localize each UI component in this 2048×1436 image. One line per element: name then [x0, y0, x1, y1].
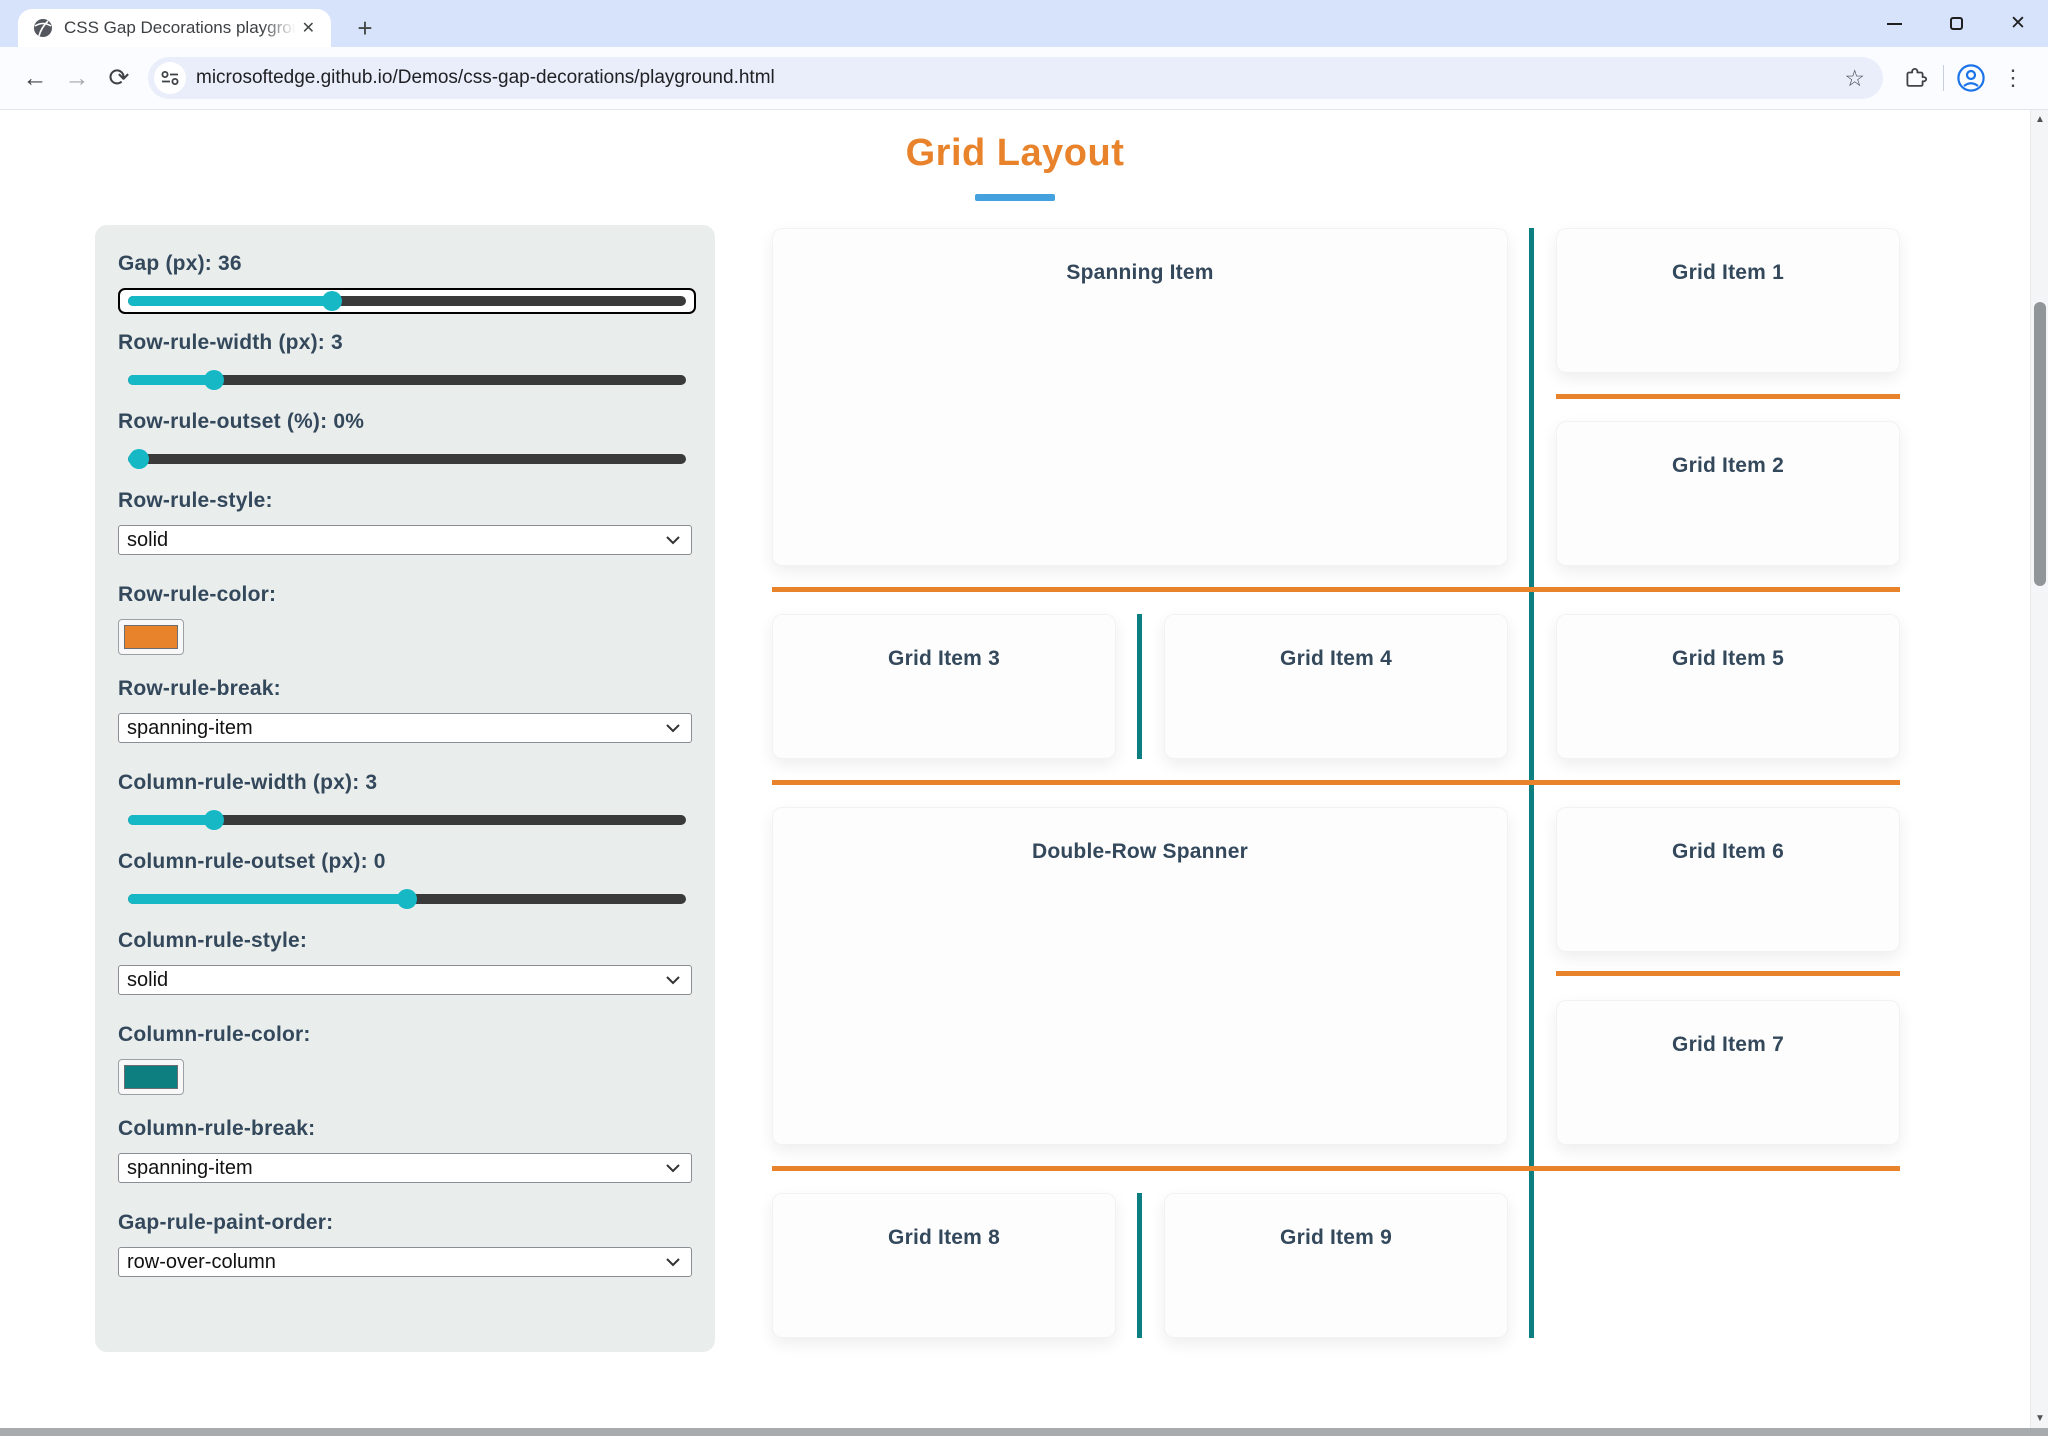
scrollbar-thumb[interactable] — [2034, 302, 2046, 586]
row-rule-full-1 — [772, 587, 1900, 592]
column-rule-style-select[interactable]: solid — [118, 965, 692, 995]
color-swatch — [124, 625, 178, 649]
minimize-icon[interactable] — [1874, 7, 1914, 41]
row-rule-width-control: Row-rule-width (px): 3 — [118, 331, 715, 393]
row-rule-segment-1 — [1556, 394, 1900, 399]
forward-icon[interactable]: → — [64, 63, 90, 92]
column-rule-segment-2 — [1137, 1193, 1142, 1338]
column-rule-style-control: Column-rule-style: solid — [118, 929, 715, 1023]
grid-demo: Spanning Item Grid Item 1 Grid Item 2 Gr… — [772, 228, 1900, 1338]
new-tab-button[interactable]: + — [357, 12, 373, 43]
column-rule-break-control: Column-rule-break: spanning-item — [118, 1117, 715, 1211]
row-rule-color-label: Row-rule-color: — [118, 583, 277, 606]
column-rule-width-control: Column-rule-width (px): 3 — [118, 771, 715, 833]
window-controls: ✕ — [1874, 0, 2038, 47]
column-rule-style-label: Column-rule-style: — [118, 929, 308, 952]
column-rule-color-picker[interactable] — [118, 1059, 184, 1095]
grid-item-5: Grid Item 5 — [1556, 614, 1900, 759]
row-rule-style-control: Row-rule-style: solid — [118, 489, 715, 583]
row-rule-break-select[interactable]: spanning-item — [118, 713, 692, 743]
column-rule-outset-label: Column-rule-outset (px): 0 — [118, 850, 386, 873]
slider-thumb[interactable] — [129, 449, 150, 469]
grid-item-3: Grid Item 3 — [772, 614, 1116, 759]
column-rule-width-label: Column-rule-width (px): 3 — [118, 771, 378, 794]
row-rule-full-2 — [772, 780, 1900, 785]
menu-icon[interactable]: ⋮ — [2002, 65, 2024, 90]
row-rule-color-control: Row-rule-color: — [118, 583, 715, 655]
column-rule-color-label: Column-rule-color: — [118, 1023, 311, 1046]
column-rule-break-label: Column-rule-break: — [118, 1117, 316, 1140]
gap-rule-paint-order-label: Gap-rule-paint-order: — [118, 1211, 334, 1234]
slider-thumb[interactable] — [397, 889, 417, 909]
grid-item-9: Grid Item 9 — [1164, 1193, 1508, 1338]
row-rule-width-label: Row-rule-width (px): 3 — [118, 331, 343, 354]
column-rule-width-slider[interactable] — [118, 807, 696, 833]
row-rule-style-select[interactable]: solid — [118, 525, 692, 555]
slider-thumb[interactable] — [204, 810, 225, 830]
column-rule-color-control: Column-rule-color: — [118, 1023, 715, 1095]
column-rule-break-select[interactable]: spanning-item — [118, 1153, 692, 1183]
row-rule-width-slider[interactable] — [118, 367, 696, 393]
grid-item-7: Grid Item 7 — [1556, 1000, 1900, 1145]
url-text[interactable]: microsoftedge.github.io/Demos/css-gap-de… — [196, 67, 775, 88]
gap-slider-control: Gap (px): 36 — [118, 252, 715, 314]
grid-item-1: Grid Item 1 — [1556, 228, 1900, 373]
browser-toolbar: ← → ⟳ microsoftedge.github.io/Demos/css-… — [0, 47, 2048, 110]
title-underline — [975, 194, 1055, 201]
column-rule-outset-control: Column-rule-outset (px): 0 — [118, 850, 715, 912]
gap-rule-paint-order-select[interactable]: row-over-column — [118, 1247, 692, 1277]
row-rule-break-control: Row-rule-break: spanning-item — [118, 677, 715, 771]
toolbar-separator — [1943, 65, 1944, 91]
maximize-icon[interactable] — [1936, 7, 1976, 41]
row-rule-outset-slider[interactable] — [118, 446, 696, 472]
close-tab-icon[interactable]: ✕ — [301, 20, 315, 37]
page-title: Grid Layout — [905, 132, 1125, 174]
slider-thumb[interactable] — [321, 291, 342, 311]
row-rule-outset-control: Row-rule-outset (%): 0% — [118, 410, 715, 472]
row-rule-style-label: Row-rule-style: — [118, 489, 273, 512]
grid-item-2: Grid Item 2 — [1556, 421, 1900, 566]
reload-icon[interactable]: ⟳ — [108, 64, 130, 92]
column-rule-segment-1 — [1137, 614, 1142, 759]
column-rule-outset-slider[interactable] — [118, 886, 696, 912]
row-rule-full-3 — [772, 1166, 1900, 1171]
globe-favicon-icon — [32, 17, 54, 39]
grid-item-6: Grid Item 6 — [1556, 807, 1900, 952]
row-rule-outset-label: Row-rule-outset (%): 0% — [118, 410, 365, 433]
vertical-scrollbar[interactable]: ▲ ▼ — [2030, 110, 2048, 1428]
row-rule-segment-2 — [1556, 971, 1900, 976]
grid-item-8: Grid Item 8 — [772, 1193, 1116, 1338]
back-icon[interactable]: ← — [22, 63, 48, 92]
slider-thumb[interactable] — [204, 370, 225, 390]
extensions-icon[interactable] — [1895, 57, 1937, 99]
gap-rule-paint-order-control: Gap-rule-paint-order: row-over-column — [118, 1211, 715, 1305]
grid-item-4: Grid Item 4 — [1164, 614, 1508, 759]
gap-slider-label: Gap (px): 36 — [118, 252, 242, 275]
scroll-down-icon[interactable]: ▼ — [2035, 1413, 2045, 1424]
tab-title: CSS Gap Decorations playgroun — [64, 18, 296, 37]
grid-item-spanning: Spanning Item — [772, 228, 1508, 566]
page-content: Grid Layout Gap (px): 36 Row-rule-width … — [0, 110, 2030, 1428]
grid-item-double-row-spanner: Double-Row Spanner — [772, 807, 1508, 1145]
bookmark-star-icon[interactable]: ☆ — [1844, 64, 1865, 91]
close-window-icon[interactable]: ✕ — [2010, 13, 2026, 34]
gap-slider[interactable] — [118, 288, 696, 314]
tab-strip: CSS Gap Decorations playgroun ✕ + ✕ — [0, 0, 2048, 47]
profile-avatar[interactable] — [1950, 57, 1992, 99]
address-bar[interactable]: microsoftedge.github.io/Demos/css-gap-de… — [148, 57, 1883, 99]
browser-tab[interactable]: CSS Gap Decorations playgroun ✕ — [18, 9, 331, 47]
horizontal-scrollbar[interactable] — [0, 1428, 2048, 1436]
scroll-up-icon[interactable]: ▲ — [2035, 114, 2045, 125]
controls-panel: Gap (px): 36 Row-rule-width (px): 3 Row-… — [95, 225, 715, 1352]
color-swatch — [124, 1065, 178, 1089]
row-rule-break-label: Row-rule-break: — [118, 677, 281, 700]
site-info-icon[interactable] — [154, 62, 186, 94]
row-rule-color-picker[interactable] — [118, 619, 184, 655]
